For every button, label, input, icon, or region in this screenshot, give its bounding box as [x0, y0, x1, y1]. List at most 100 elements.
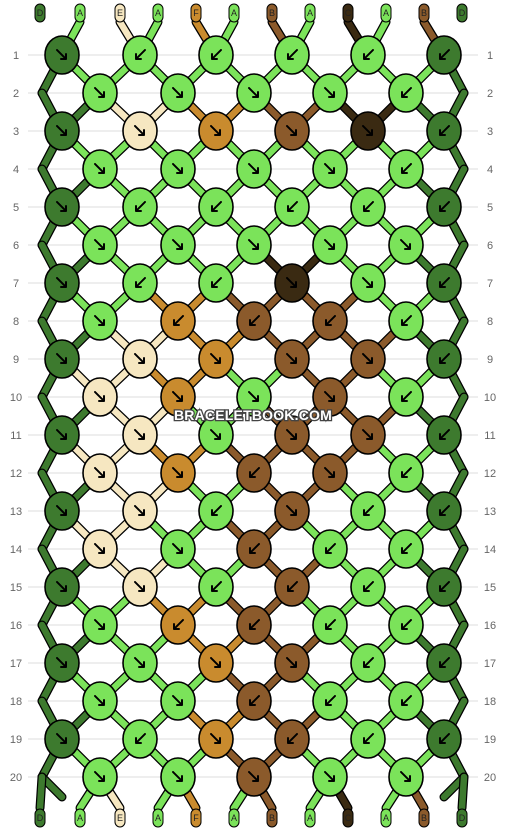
knot [426, 187, 462, 227]
top-strand-label: B [418, 3, 430, 23]
knot [312, 301, 348, 341]
thread-segment [458, 773, 468, 812]
row-number-left: 16 [10, 620, 22, 632]
strand-label-text: B [421, 8, 427, 18]
arrow-down-right-icon [56, 657, 67, 668]
row-number-left: 11 [10, 430, 21, 442]
arrow-down-right-icon [210, 125, 221, 136]
row-number-left: 6 [13, 240, 19, 252]
arrow-down-left-icon [135, 277, 146, 288]
strand-label-text: B [421, 813, 427, 823]
arrow-down-right-icon [134, 429, 145, 440]
arrow-down-right-icon [94, 163, 105, 174]
row-number-left: 13 [10, 506, 22, 518]
knot [82, 149, 118, 189]
knot [122, 339, 158, 379]
row-number-left: 3 [13, 126, 19, 138]
knot [160, 225, 196, 265]
row-number-right: 17 [484, 658, 496, 670]
knot [198, 719, 234, 759]
knot [312, 529, 348, 569]
arrow-down-right-icon [134, 657, 145, 668]
arrow-down-right-icon [94, 695, 105, 706]
arrow-down-left-icon [287, 49, 298, 60]
arrow-down-right-icon [210, 429, 221, 440]
arrow-down-left-icon [439, 505, 450, 516]
arrow-down-right-icon [324, 391, 335, 402]
arrow-down-left-icon [401, 87, 412, 98]
row-number-left: 5 [13, 202, 19, 214]
arrow-down-left-icon [249, 315, 260, 326]
row-number-right: 8 [487, 316, 493, 328]
row-number-right: 15 [484, 582, 496, 594]
knot [236, 225, 272, 265]
knot [350, 491, 386, 531]
bottom-strand-label: B [266, 808, 278, 828]
arrow-down-left-icon [439, 49, 450, 60]
arrow-down-left-icon [439, 125, 450, 136]
strand-label-text: A [307, 8, 313, 18]
strand-label-text: A [383, 813, 389, 823]
arrow-down-left-icon [401, 467, 412, 478]
knot [236, 681, 272, 721]
knot [274, 111, 310, 151]
knot [388, 377, 424, 417]
knot [312, 149, 348, 189]
strand-label-text: B [269, 8, 275, 18]
arrow-down-left-icon [249, 543, 260, 554]
arrow-down-left-icon [249, 619, 260, 630]
arrow-down-left-icon [325, 695, 336, 706]
arrow-down-right-icon [324, 87, 335, 98]
arrow-down-left-icon [439, 429, 450, 440]
arrow-down-right-icon [248, 87, 259, 98]
arrow-down-left-icon [173, 619, 184, 630]
strand-label-text: E [117, 8, 123, 18]
strand-label-text: E [117, 813, 123, 823]
arrow-down-right-icon [94, 467, 105, 478]
strand-label-text: A [155, 8, 161, 18]
top-strand-label: C [342, 3, 354, 23]
arrow-down-right-icon [94, 771, 105, 782]
bottom-strand-label: F [190, 808, 202, 828]
knot [312, 377, 348, 417]
arrow-down-right-icon [362, 429, 373, 440]
knot [388, 529, 424, 569]
knot [122, 643, 158, 683]
arrow-down-right-icon [94, 315, 105, 326]
row-number-right: 9 [487, 354, 493, 366]
knot [312, 605, 348, 645]
knot [82, 529, 118, 569]
row-number-right: 5 [487, 202, 493, 214]
strand-label-text: D [37, 813, 44, 823]
knot [82, 757, 118, 797]
knot [198, 111, 234, 151]
arrow-down-left-icon [401, 695, 412, 706]
knot [82, 681, 118, 721]
top-strand-label: B [266, 3, 278, 23]
knot [312, 681, 348, 721]
knot [274, 35, 310, 75]
knot [312, 73, 348, 113]
knot [426, 567, 462, 607]
strand-label-text: C [345, 813, 352, 823]
knot [82, 377, 118, 417]
knot [236, 605, 272, 645]
knot [350, 35, 386, 75]
knot [160, 73, 196, 113]
arrow-down-right-icon [56, 429, 67, 440]
knot [82, 225, 118, 265]
arrow-down-left-icon [401, 391, 412, 402]
arrow-down-left-icon [135, 49, 146, 60]
knot [236, 73, 272, 113]
arrow-down-right-icon [134, 353, 145, 364]
arrow-down-right-icon [400, 771, 411, 782]
bottom-strand-label: A [152, 808, 164, 828]
knot [312, 225, 348, 265]
knot [236, 757, 272, 797]
row-number-left: 15 [10, 582, 22, 594]
knot [388, 225, 424, 265]
top-strand-label: A [228, 3, 240, 23]
row-number-right: 18 [484, 696, 496, 708]
row-number-right: 7 [487, 278, 493, 290]
